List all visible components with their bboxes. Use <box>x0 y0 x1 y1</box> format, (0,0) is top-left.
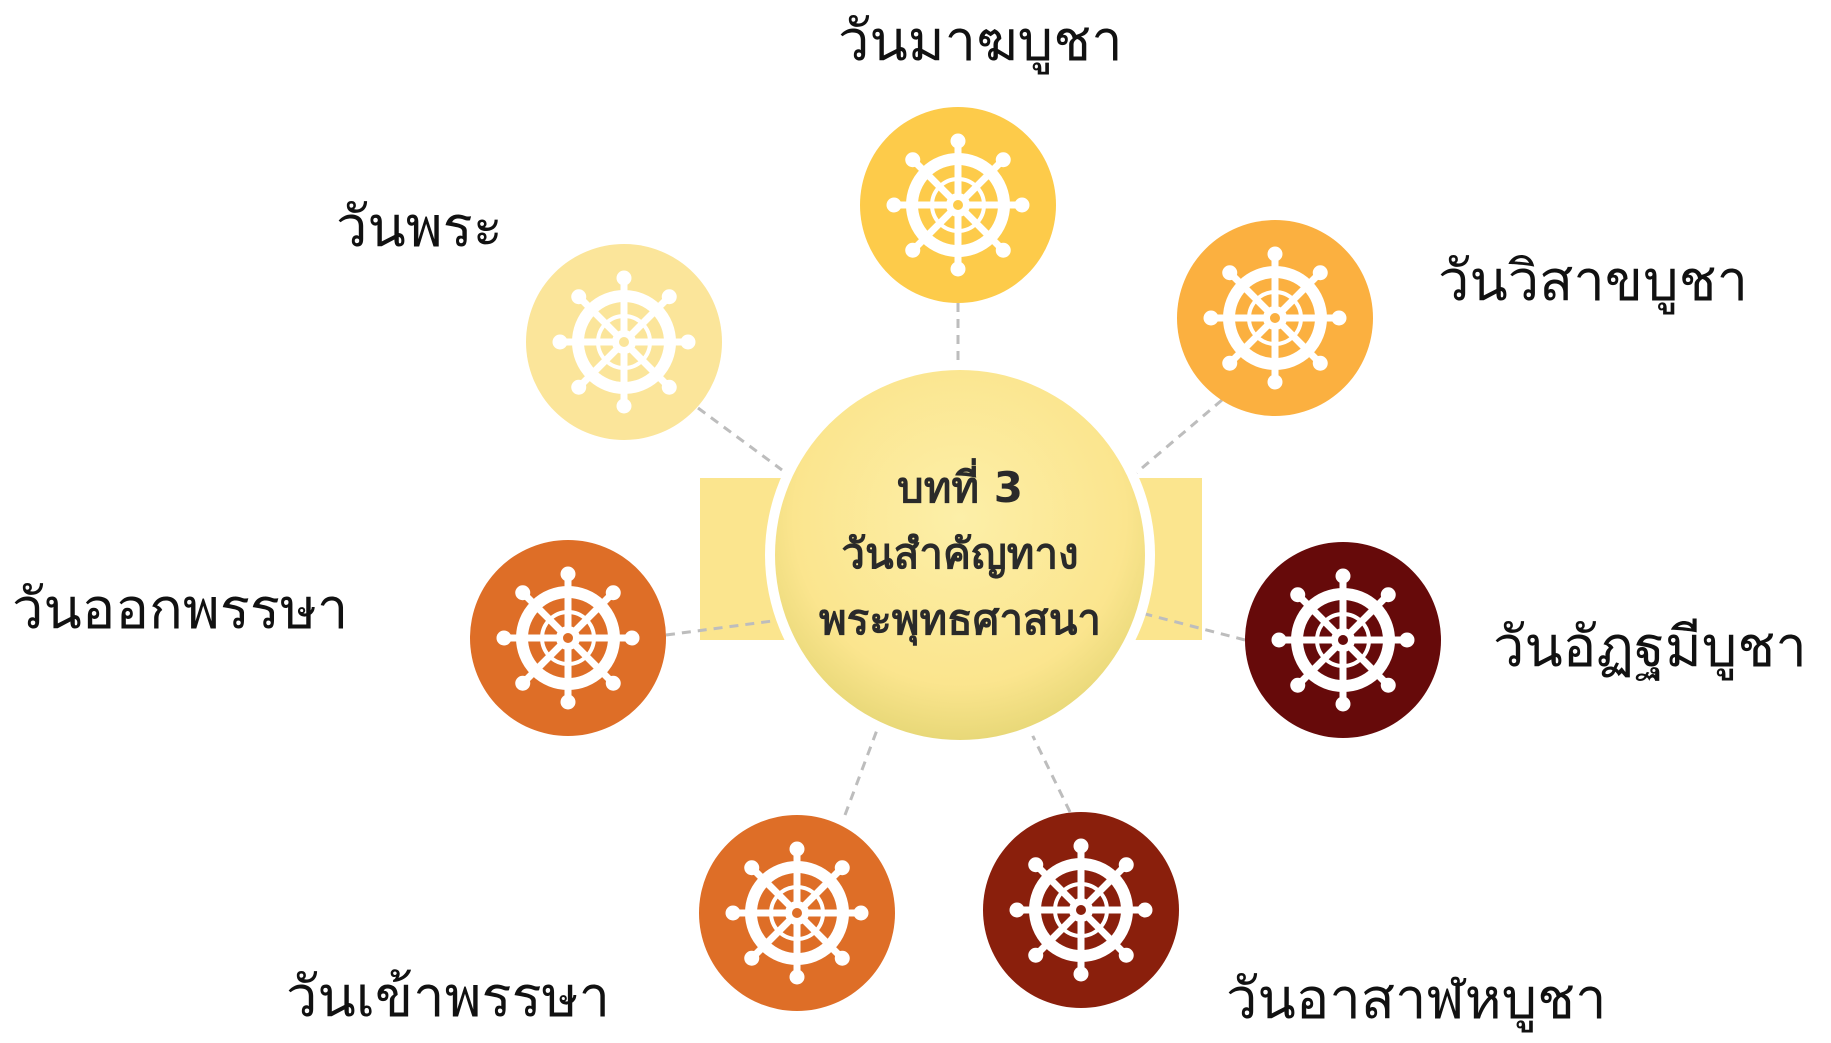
center-title-line-1: บทที่ 3 <box>897 463 1023 512</box>
label-ok-phansa: วันออกพรรษา <box>12 577 349 642</box>
connector-line-visakha <box>1121 398 1223 487</box>
dharma-wheel-icon <box>886 133 1030 277</box>
node-visakha <box>1177 220 1373 416</box>
center-title-line-2: วันสำคัญทาง <box>841 529 1079 578</box>
connector-line-ok-phansa <box>665 618 781 637</box>
node-group <box>470 107 1441 1011</box>
dharma-wheel-icon <box>1009 838 1153 982</box>
node-asalha <box>983 812 1179 1008</box>
center-title: บทที่ 3 วันสำคัญทาง พระพุทธศาสนา <box>760 455 1160 653</box>
connector-line-wan-phra <box>697 406 783 472</box>
connector-line-atthami <box>1129 608 1246 642</box>
dharma-wheel-icon <box>1271 568 1415 712</box>
dharma-wheel-icon <box>1203 246 1347 390</box>
center-title-line-3: พระพุทธศาสนา <box>819 595 1101 644</box>
label-asalha: วันอาสาฬหบูชา <box>1226 967 1607 1032</box>
node-khao-phansa <box>699 815 895 1011</box>
dharma-wheel-icon <box>496 566 640 710</box>
dharma-wheel-icon <box>552 270 696 414</box>
dharma-wheel-icon <box>725 841 869 985</box>
center-circle-fill <box>775 370 1145 740</box>
label-khao-phansa: วันเข้าพรรษา <box>286 965 611 1030</box>
connector-line-khao-phansa <box>843 721 882 816</box>
label-visakha: วันวิสาขบูชา <box>1438 249 1749 314</box>
label-wan-phra: วันพระ <box>336 195 503 260</box>
node-makha <box>860 107 1056 303</box>
node-ok-phansa <box>470 540 666 736</box>
label-makha: วันมาฆบูชา <box>838 9 1123 74</box>
node-wan-phra <box>526 244 722 440</box>
label-atthami: วันอัฏฐมีบูชา <box>1493 615 1807 680</box>
node-atthami <box>1245 542 1441 738</box>
